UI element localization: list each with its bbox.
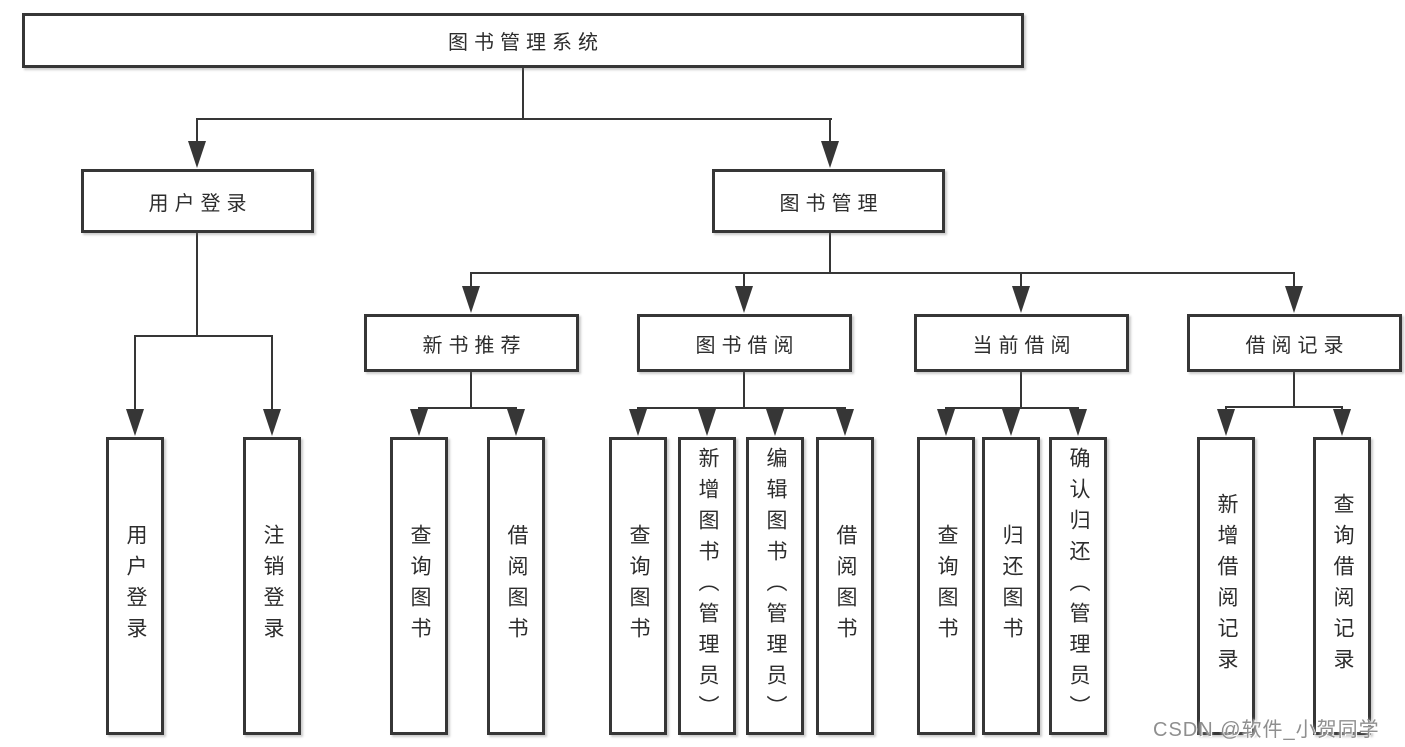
leaf-borrow-books: 借阅图书 bbox=[816, 437, 874, 735]
leaf-label: 新增借阅记录 bbox=[1215, 493, 1238, 679]
leaf-logout: 注销登录 bbox=[243, 437, 301, 735]
leaf-label: 编辑图书（管理员） bbox=[764, 446, 787, 726]
leaf-label: 查询借阅记录 bbox=[1331, 493, 1354, 679]
node-new-book-recommend: 新书推荐 bbox=[364, 314, 579, 372]
node-book-borrow: 图书借阅 bbox=[637, 314, 852, 372]
leaf-label: 查询图书 bbox=[408, 524, 431, 648]
node-label: 图书管理系统 bbox=[448, 32, 604, 54]
node-label: 图书借阅 bbox=[695, 334, 800, 357]
leaf-label: 用户登录 bbox=[124, 524, 147, 648]
watermark: CSDN @软件_小贺同学 bbox=[1153, 719, 1380, 741]
node-label: 图书管理 bbox=[779, 192, 884, 215]
node-label: 新书推荐 bbox=[422, 334, 527, 357]
node-book-management: 图书管理 bbox=[712, 169, 945, 233]
leaf-label: 查询图书 bbox=[935, 524, 958, 648]
leaf-query-books-current: 查询图书 bbox=[917, 437, 975, 735]
leaf-edit-book-admin: 编辑图书（管理员） bbox=[746, 437, 804, 735]
node-label: 借阅记录 bbox=[1245, 334, 1350, 357]
leaf-label: 借阅图书 bbox=[505, 524, 528, 648]
leaf-query-books-borrow: 查询图书 bbox=[609, 437, 667, 735]
node-user-login: 用户登录 bbox=[81, 169, 314, 233]
leaf-label: 新增图书（管理员） bbox=[696, 446, 719, 726]
leaf-return-book: 归还图书 bbox=[982, 437, 1040, 735]
node-borrow-records: 借阅记录 bbox=[1187, 314, 1402, 372]
node-library-management-system: 图书管理系统 bbox=[22, 13, 1024, 68]
leaf-borrow-books-recommend: 借阅图书 bbox=[487, 437, 545, 735]
leaf-query-borrow-record: 查询借阅记录 bbox=[1313, 437, 1371, 735]
node-label: 用户登录 bbox=[148, 192, 253, 215]
leaf-label: 注销登录 bbox=[261, 524, 284, 648]
leaf-label: 借阅图书 bbox=[834, 524, 857, 648]
node-current-borrow: 当前借阅 bbox=[914, 314, 1129, 372]
leaf-user-login: 用户登录 bbox=[106, 437, 164, 735]
leaf-label: 确认归还（管理员） bbox=[1067, 446, 1090, 726]
node-label: 当前借阅 bbox=[972, 334, 1077, 357]
leaf-add-book-admin: 新增图书（管理员） bbox=[678, 437, 736, 735]
leaf-query-books-recommend: 查询图书 bbox=[390, 437, 448, 735]
arrowhead-group bbox=[126, 141, 1351, 436]
leaf-label: 归还图书 bbox=[1000, 524, 1023, 648]
leaf-confirm-return-admin: 确认归还（管理员） bbox=[1049, 437, 1107, 735]
leaf-label: 查询图书 bbox=[627, 524, 650, 648]
leaf-add-borrow-record: 新增借阅记录 bbox=[1197, 437, 1255, 735]
